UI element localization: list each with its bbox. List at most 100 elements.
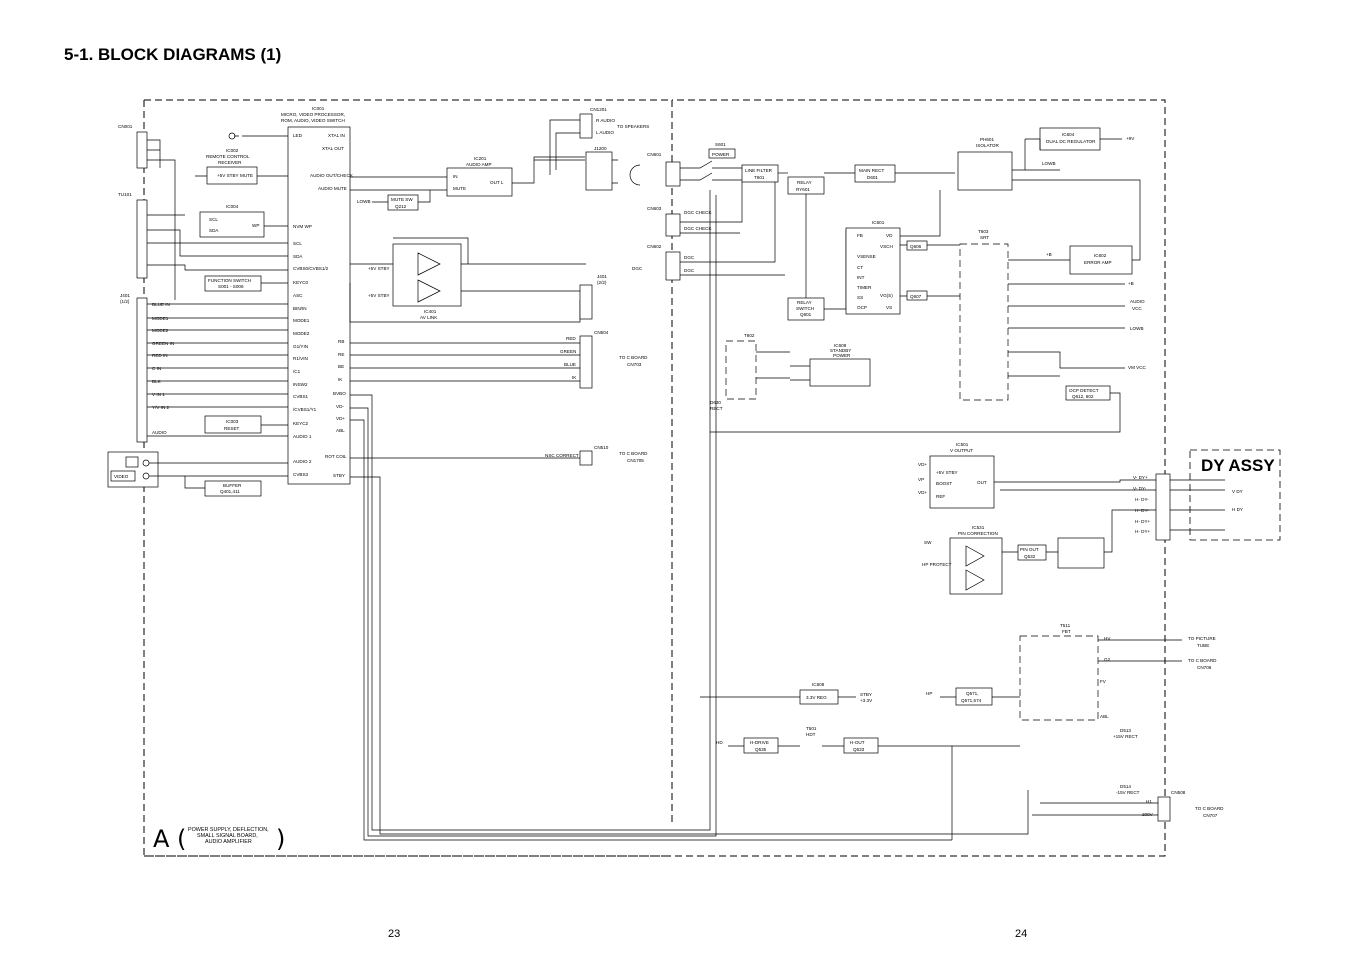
svg-text:OUT: OUT [977,480,987,485]
svg-text:/C1: /C1 [293,369,301,374]
d513-rect: D513 +15V RECT [1113,728,1138,739]
page-number-right: 24 [1015,928,1027,940]
svg-text:TUBE: TUBE [1197,643,1209,648]
svg-text:BUFFER: BUFFER [223,483,242,488]
svg-text:MODE2: MODE2 [293,331,310,336]
svg-text:TO C BOARD: TO C BOARD [619,355,648,360]
ic608-block: IC608 3.3V REG STBY +3.3V [700,682,873,705]
svg-text:MODE2: MODE2 [152,328,169,333]
svg-text:CN601: CN601 [647,152,662,157]
svg-text:IC001: IC001 [312,106,325,111]
svg-text:G1/YIN: G1/YIN [293,344,308,349]
svg-text:SMALL SIGNAL BOARD,: SMALL SIGNAL BOARD, [197,833,258,839]
ic001-block: IC001 MICRO, VIDEO PROCESSOR, ROM, AUDIO… [281,106,354,485]
svg-text:J401: J401 [597,274,607,279]
svg-text:IK: IK [572,375,577,380]
power-switch-block: S601 POWER [680,142,742,181]
svg-text:FBT: FBT [1062,629,1071,634]
svg-text:RY601: RY601 [796,187,810,192]
svg-text:DUAL DC REGULATOR: DUAL DC REGULATOR [1046,139,1096,144]
svg-text:CN001: CN001 [118,124,133,129]
svg-text:L AUDIO: L AUDIO [596,130,614,135]
svg-text:BLK: BLK [152,379,162,384]
svg-text:DY ASSY: DY ASSY [1201,456,1275,475]
mute-sw-block: MUTE SW Q212 LOWB [350,176,447,211]
svg-text:OUT L: OUT L [490,180,504,185]
svg-text:CT: CT [857,265,863,270]
svg-text:VIDEO: VIDEO [114,474,129,479]
svg-text:SRT: SRT [980,235,989,240]
svg-text:CN602: CN602 [647,244,662,249]
svg-text:+5V STBY: +5V STBY [936,470,958,475]
svg-text:VS: VS [886,305,892,310]
svg-text:STBY: STBY [860,692,872,697]
svg-text:NVM WP: NVM WP [293,224,312,229]
svg-text:VG(S): VG(S) [880,293,893,298]
svg-text:MUTE SW: MUTE SW [391,197,413,202]
svg-text:VM VCC: VM VCC [1128,365,1147,370]
svg-text:V OUTPUT: V OUTPUT [950,448,973,453]
j1200-jack: J1200 [585,146,618,191]
svg-text:VSENSE: VSENSE [857,254,876,259]
page-number-left: 23 [388,928,400,940]
ic609-block: IC609 STANDBY POWER [790,343,871,387]
svg-text:RED IN: RED IN [152,353,168,358]
svg-text:T511: T511 [1060,623,1071,628]
svg-text:CN707: CN707 [1203,813,1218,818]
ic201-block: IC201 AUDIO AMP IN MUTE OUT L [446,156,585,197]
ic501-block: IC501 V OUTPUT +5V STBY BOOST REF OUT VD… [918,442,1156,509]
svg-text:H- DY+: H- DY+ [1135,529,1151,534]
q607-block: Q607 [900,190,960,301]
svg-text:VD: VD [886,233,893,238]
h-drive-block: H-DRIVE Q535 HD [716,737,844,754]
tu101-connector: TU101 [118,192,148,279]
svg-text:D630: D630 [710,400,721,405]
ic003-block: IC003 RESET [204,415,288,434]
svg-text:XTAL OUT: XTAL OUT [322,146,344,151]
svg-text:TIMER: TIMER [857,285,872,290]
svg-text:Q212: Q212 [395,204,407,209]
svg-text:H1: H1 [1146,799,1152,804]
svg-text:+9V: +9V [1126,136,1135,141]
ic602-block: IC602 ERROR AMP +B [1008,179,1141,275]
ic004-block: IC004 SCL SDA WP [199,204,288,238]
svg-text:Y/V IN 2: Y/V IN 2 [152,405,170,410]
svg-text:STANDBY: STANDBY [830,348,851,353]
svg-text:+3.3V: +3.3V [860,698,873,703]
svg-text:AUDIO AMP: AUDIO AMP [466,162,492,167]
cn603-connector: CN603 DGC CHECK DGC CHECK [647,182,743,237]
svg-text:/CVBS1/Y1: /CVBS1/Y1 [293,407,317,412]
svg-text:DGC: DGC [684,255,695,260]
svg-text:Q607: Q607 [910,294,922,299]
svg-text:ROM, AUDIO, VIDEO SWITCH: ROM, AUDIO, VIDEO SWITCH [281,118,345,123]
relay-switch-block: RELAY SWITCH Q601 [787,230,847,321]
svg-text:CN1201: CN1201 [590,107,607,112]
svg-text:REMOTE CONTROL: REMOTE CONTROL [206,154,250,159]
svg-text:MODE1: MODE1 [293,318,310,323]
svg-text:V DY: V DY [1232,489,1243,494]
svg-text:CN504: CN504 [594,330,609,335]
svg-text:IC003: IC003 [226,419,239,424]
svg-text:T501: T501 [806,726,817,731]
t602-transformer: T602 [725,333,790,400]
svg-text:+5V STBY: +5V STBY [217,173,239,178]
left-signal-lines [147,139,288,437]
svg-text:SWITCH: SWITCH [796,306,814,311]
svg-text:AUDIO MUTE: AUDIO MUTE [318,186,347,191]
svg-text:PH601: PH601 [980,137,994,142]
svg-text:VD+: VD+ [918,462,927,467]
svg-text:BOOST: BOOST [936,481,952,486]
svg-text:BVBO: BVBO [333,391,346,396]
svg-text:RED: RED [566,336,576,341]
svg-text:BE: BE [338,364,344,369]
svg-text:RELAY: RELAY [797,180,812,185]
svg-text:CN703: CN703 [627,362,642,367]
svg-text:IC609: IC609 [834,343,847,348]
svg-text:OCP: OCP [857,305,867,310]
svg-text:Q532: Q532 [1024,554,1036,559]
svg-text:T601: T601 [754,175,765,180]
svg-text:3.3V REG: 3.3V REG [806,695,827,700]
svg-text:D601: D601 [867,175,878,180]
svg-text:V- DY-: V- DY- [1133,486,1147,491]
